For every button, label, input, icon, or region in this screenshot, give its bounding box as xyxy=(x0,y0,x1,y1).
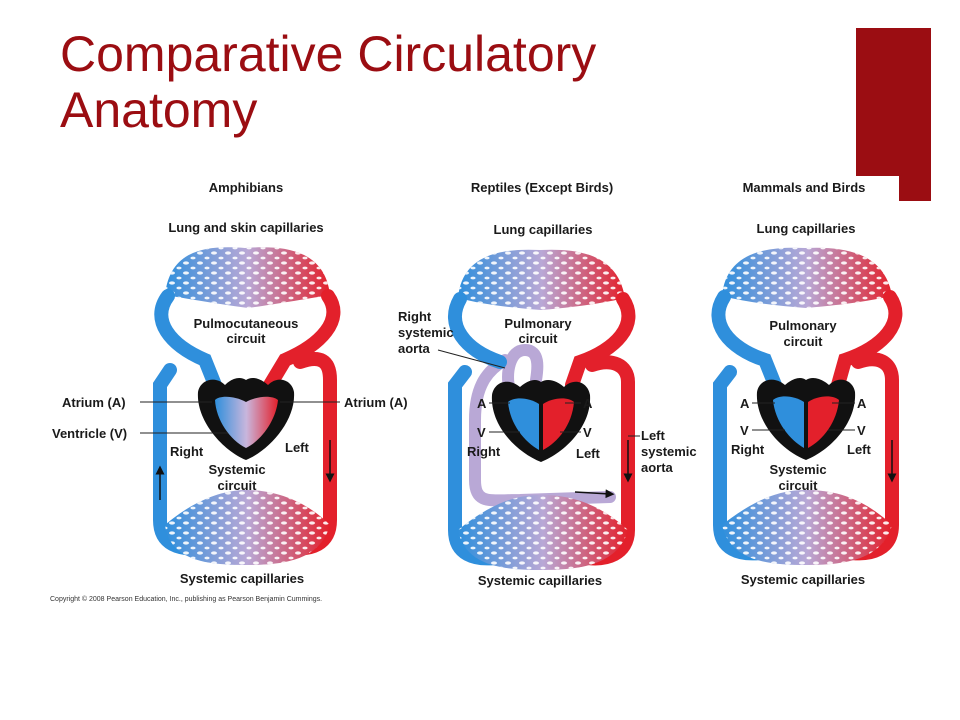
amphibians-panel: Amphibians Lung and skin capillaries Pul… xyxy=(52,180,408,586)
mammal-systemic-label-1: Systemic xyxy=(769,462,826,477)
reptile-circuit-label-1: Pulmonary xyxy=(504,316,572,331)
reptile-bottom-capillaries-label: Systemic capillaries xyxy=(478,573,602,588)
reptile-lsa-label-2: systemic xyxy=(641,444,697,459)
mammal-circuit-label-1: Pulmonary xyxy=(769,318,837,333)
mammal-systemic-capillary-bed xyxy=(722,490,892,565)
mammal-lung-capillary-bed xyxy=(722,247,892,308)
amphibian-lung-capillary-bed xyxy=(165,247,330,308)
reptile-right-systemic-aorta xyxy=(469,343,616,507)
reptile-v-left-label: V xyxy=(477,425,486,440)
amphibian-top-capillaries-label: Lung and skin capillaries xyxy=(168,220,323,235)
reptile-lsa-label-1: Left xyxy=(641,428,666,443)
slide-title: Comparative Circulatory Anatomy xyxy=(60,26,597,138)
reptile-arrow-right xyxy=(574,489,615,499)
mammals-panel: Mammals and Birds Lung capillaries Pulmo… xyxy=(711,180,903,587)
reptile-lsa-label-3: aorta xyxy=(641,460,674,475)
amphibian-systemic-label-1: Systemic xyxy=(208,462,265,477)
amphibian-bottom-capillaries-label: Systemic capillaries xyxy=(180,571,304,586)
amphibian-heart xyxy=(197,377,295,460)
amphibian-header: Amphibians xyxy=(209,180,283,195)
accent-bar xyxy=(856,28,931,176)
amphibian-left-label: Left xyxy=(285,440,310,455)
reptile-left-label: Left xyxy=(576,446,601,461)
mammal-circuit-label-2: circuit xyxy=(783,334,823,349)
reptile-v-right-label: V xyxy=(583,425,592,440)
copyright-notice: Copyright © 2008 Pearson Education, Inc.… xyxy=(50,595,322,603)
amphibian-right-label: Right xyxy=(170,444,204,459)
amphibian-systemic-label-2: circuit xyxy=(217,478,257,493)
reptile-circuit-label-2: circuit xyxy=(518,331,558,346)
reptile-a-left-label: A xyxy=(477,396,487,411)
mammal-right-label: Right xyxy=(731,442,765,457)
mammal-v-right-label: V xyxy=(857,423,866,438)
amphibian-ventricle-label: Ventricle (V) xyxy=(52,426,127,441)
reptile-rsa-label-3: aorta xyxy=(398,341,431,356)
reptile-right-label: Right xyxy=(467,444,501,459)
reptile-header: Reptiles (Except Birds) xyxy=(471,180,613,195)
amphibian-circuit-label-1: Pulmocutaneous xyxy=(194,316,299,331)
mammal-heart xyxy=(756,377,856,460)
reptile-rsa-label-1: Right xyxy=(398,309,432,324)
reptile-heart xyxy=(491,379,591,462)
mammal-bottom-capillaries-label: Systemic capillaries xyxy=(741,572,865,587)
accent-bar-lower xyxy=(899,176,931,201)
mammal-header: Mammals and Birds xyxy=(743,180,866,195)
reptile-a-right-label: A xyxy=(583,396,593,411)
reptile-top-capillaries-label: Lung capillaries xyxy=(494,222,593,237)
amphibian-atrium-left-label: Atrium (A) xyxy=(62,395,126,410)
mammal-v-left-label: V xyxy=(740,423,749,438)
amphibian-atrium-right-label: Atrium (A) xyxy=(344,395,408,410)
reptiles-panel: Reptiles (Except Birds) Lung capillaries… xyxy=(398,180,697,588)
amphibian-circuit-label-2: circuit xyxy=(226,331,266,346)
mammal-systemic-label-2: circuit xyxy=(778,478,818,493)
mammal-a-right-label: A xyxy=(857,396,867,411)
mammal-top-capillaries-label: Lung capillaries xyxy=(757,221,856,236)
reptile-rsa-pointer xyxy=(437,349,506,369)
reptile-lung-capillary-bed xyxy=(458,249,625,310)
mammal-a-left-label: A xyxy=(740,396,750,411)
reptile-rsa-label-2: systemic xyxy=(398,325,454,340)
reptile-systemic-capillary-bed xyxy=(458,495,628,570)
mammal-left-label: Left xyxy=(847,442,872,457)
amphibian-systemic-capillary-bed xyxy=(165,490,330,565)
